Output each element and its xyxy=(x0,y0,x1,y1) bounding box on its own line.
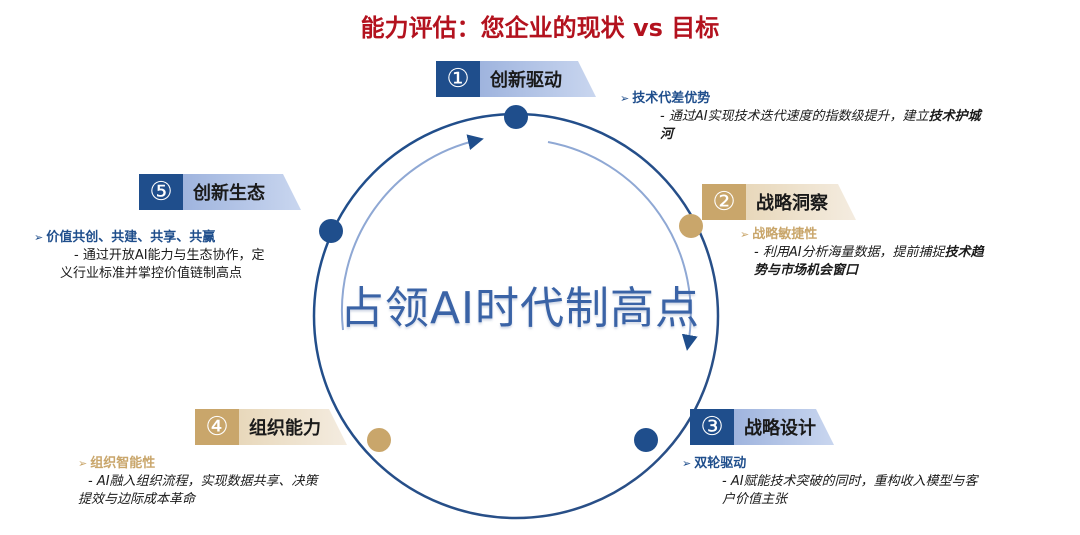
note-3-body: - AI赋能技术突破的同时，重构收入模型与客 xyxy=(722,474,978,489)
note-4-body-end: 提效与边际成本革命 xyxy=(78,492,196,507)
node-dot-1 xyxy=(504,105,528,129)
node-number-5: ⑤ xyxy=(139,174,183,210)
node-number-4: ④ xyxy=(195,409,239,445)
node-dot-3 xyxy=(634,428,658,452)
note-3: ➢双轮驱动 - AI赋能技术突破的同时，重构收入模型与客 户价值主张 xyxy=(682,455,1052,509)
note-3-head: 双轮驱动 xyxy=(694,456,747,471)
page-title: 能力评估：您企业的现状 vs 目标 xyxy=(360,14,720,42)
note-2-body: - 利用AI分析海量数据，提前捕捉 xyxy=(754,245,945,260)
arrow-bullet-icon: ➢ xyxy=(78,457,88,470)
arrow-bullet-icon: ➢ xyxy=(620,92,630,105)
node-label-2: ② 战略洞察 xyxy=(702,184,856,220)
node-dot-4 xyxy=(367,428,391,452)
note-2-emphasis-end: 势与市场机会窗口 xyxy=(754,263,859,278)
inner-arc-right xyxy=(547,141,698,351)
arrow-bullet-icon: ➢ xyxy=(740,228,750,241)
note-3-body-end: 户价值主张 xyxy=(722,492,788,507)
note-2: ➢战略敏捷性 - 利用AI分析海量数据，提前捕捉技术趋 势与市场机会窗口 xyxy=(740,226,1050,280)
node-label-5: ⑤ 创新生态 xyxy=(139,174,301,210)
node-number-2: ② xyxy=(702,184,746,220)
note-1-emphasis-end: 河 xyxy=(660,127,674,142)
inner-arc-left xyxy=(340,134,484,331)
node-title-1: 创新驱动 xyxy=(480,61,596,97)
node-label-1: ① 创新驱动 xyxy=(436,61,596,97)
node-title-5: 创新生态 xyxy=(183,174,301,210)
note-5: ➢价值共创、共建、共享、共赢 - 通过开放AI能力与生态协作，定 义行业标准并掌… xyxy=(34,229,314,283)
note-2-head: 战略敏捷性 xyxy=(752,227,818,242)
node-title-4: 组织能力 xyxy=(239,409,347,445)
note-1-body: - 通过AI实现技术迭代速度的指数级提升，建立 xyxy=(660,109,929,124)
note-5-body: - 通过开放AI能力与生态协作，定 xyxy=(74,248,265,263)
node-dot-2 xyxy=(679,214,703,238)
node-number-1: ① xyxy=(436,61,480,97)
node-label-3: ③ 战略设计 xyxy=(690,409,834,445)
note-4-body: - AI融入组织流程，实现数据共享、决策 xyxy=(88,474,318,489)
node-label-4: ④ 组织能力 xyxy=(195,409,347,445)
note-5-head: 价值共创、共建、共享、共赢 xyxy=(46,230,216,245)
arrow-bullet-icon: ➢ xyxy=(682,457,692,470)
note-1: ➢技术代差优势 - 通过AI实现技术迭代速度的指数级提升，建立技术护城 河 xyxy=(620,90,1060,144)
node-title-2: 战略洞察 xyxy=(746,184,856,220)
note-4: ➢组织智能性 - AI融入组织流程，实现数据共享、决策 提效与边际成本革命 xyxy=(78,455,378,509)
node-dot-5 xyxy=(319,219,343,243)
note-5-body-end: 义行业标准并掌控价值链制高点 xyxy=(60,266,243,281)
center-slogan: 占领AI时代制高点 xyxy=(339,283,701,334)
node-title-3: 战略设计 xyxy=(734,409,834,445)
note-2-emphasis: 技术趋 xyxy=(944,245,984,260)
note-4-head: 组织智能性 xyxy=(90,456,156,471)
note-1-head: 技术代差优势 xyxy=(632,91,711,106)
note-1-emphasis: 技术护城 xyxy=(928,109,981,124)
node-number-3: ③ xyxy=(690,409,734,445)
arrow-bullet-icon: ➢ xyxy=(34,231,44,244)
